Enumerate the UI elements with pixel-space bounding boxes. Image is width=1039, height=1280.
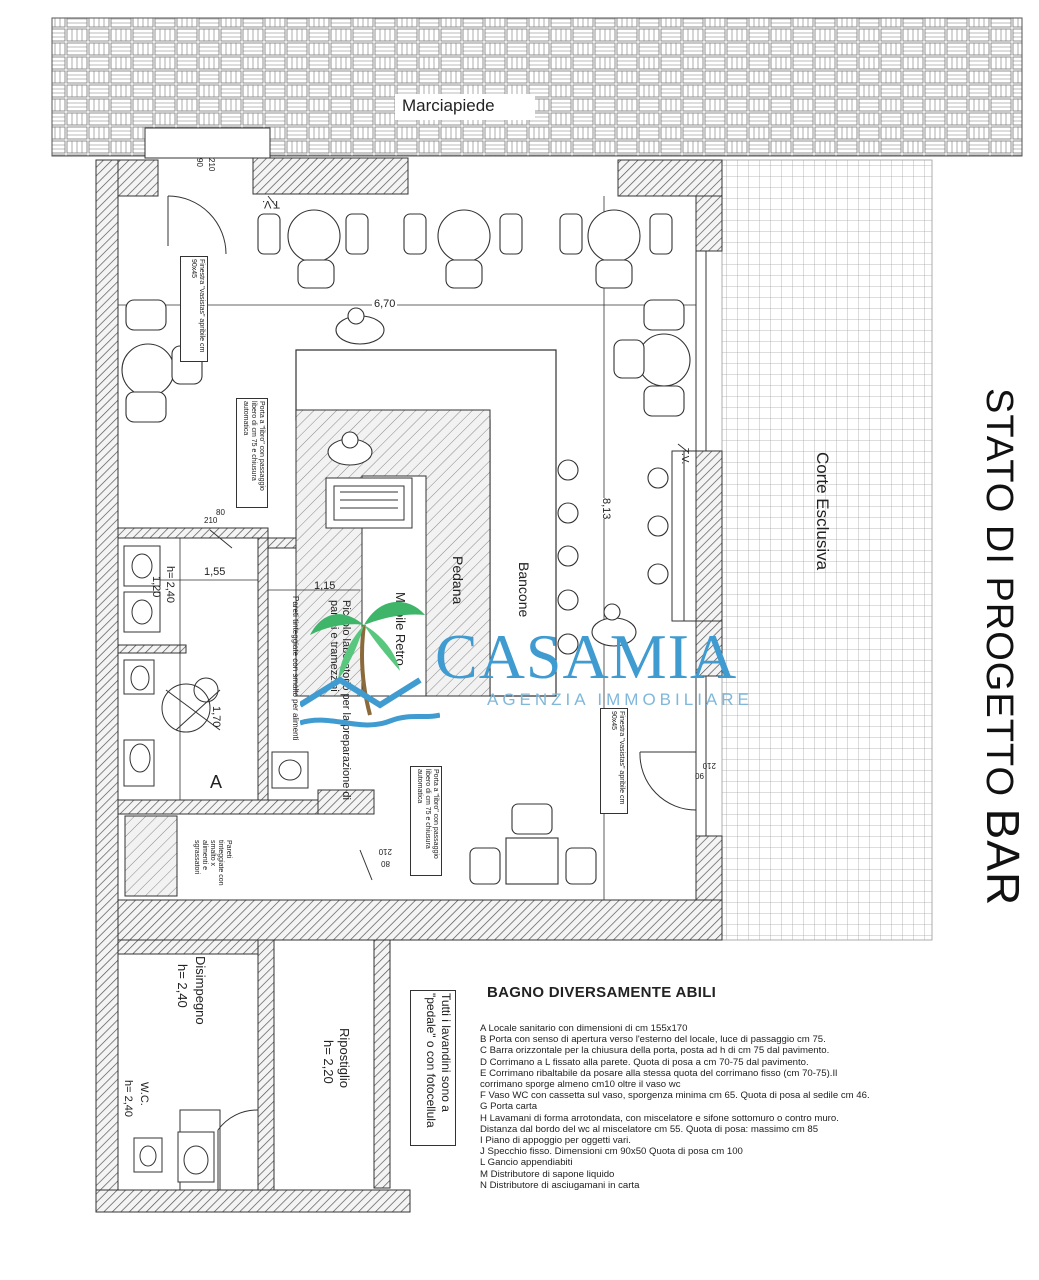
window-note-1: Finestra "vasistas" apribile cm 90x45 xyxy=(180,256,208,362)
hallway-label: Disimpegno xyxy=(193,956,208,1025)
tables-left xyxy=(121,299,203,423)
bar-stools xyxy=(557,459,669,655)
door-note-1: Porta a "libro" con passaggio libero di … xyxy=(236,398,268,508)
platform-label: Pedana xyxy=(450,556,466,605)
storage-label: Ripostiglio xyxy=(337,1028,352,1088)
sinks-note: Tutti i lavandini sono a "pedale" o con … xyxy=(410,990,456,1146)
legend-item: F Vaso WC con cassetta sul vaso, sporgen… xyxy=(480,1090,870,1102)
legend-item: corrimano sporge almeno cm10 oltre il va… xyxy=(480,1079,681,1091)
legend-item: A Locale sanitario con dimensioni di cm … xyxy=(480,1023,688,1034)
project-title-bar: BAR xyxy=(977,808,1029,907)
door-note-2-text: Porta a "libro" con passaggio libero di … xyxy=(416,769,439,859)
dim-lab-w: 1,15 xyxy=(314,580,336,592)
legend-item: C Barra orizzontale per la chiusura dell… xyxy=(480,1045,830,1057)
legend-item: Distanza dal bordo del wc al miscelatore… xyxy=(480,1123,819,1135)
store-walls-text: Pareti tinteggiate con smalto x alimenti… xyxy=(193,840,232,886)
legend-item: J Specchio fisso. Dimensioni cm 90x50 Qu… xyxy=(480,1146,743,1158)
legend-item: G Porta carta xyxy=(480,1101,538,1113)
door-note-2: Porta a "libro" con passaggio libero di … xyxy=(410,766,442,876)
dim-door-top2: 210 xyxy=(207,158,216,172)
doors xyxy=(167,195,697,1190)
legend-item: D Corrimano a L fissato alla parete. Quo… xyxy=(480,1056,809,1068)
wheelchair-symbol xyxy=(161,677,221,733)
legend-title: BAGNO DIVERSAMENTE ABILI xyxy=(487,984,717,1001)
bath-fixtures xyxy=(123,545,309,1183)
legend-item: N Distributore di asciugamani in carta xyxy=(480,1179,640,1191)
sidewalk-label: Marciapiede xyxy=(402,96,495,115)
legend-item: H Lavamani di forma arrotondata, con mis… xyxy=(480,1112,839,1124)
table-bottom xyxy=(469,803,597,885)
project-title-main: STATO DI PROGETTO xyxy=(978,388,1020,798)
tables-top xyxy=(257,209,673,289)
legend-item: I Piano di appoggio per oggetti vari. xyxy=(480,1135,631,1147)
dim-bath-d1: 1,20 xyxy=(150,576,162,598)
dim-depth-main: 8,13 xyxy=(600,498,612,520)
window-note-2: Finestra "vasistas" apribile cm 90x45 xyxy=(600,708,628,814)
tv-label-2: T.V. xyxy=(679,448,690,465)
hallway-height: h= 2,40 xyxy=(175,964,190,1008)
dim-bath-w: 1,55 xyxy=(204,566,226,578)
door-note-1-text: Porta a "libro" con passaggio libero di … xyxy=(242,401,265,491)
dim-door-mid2: 210 xyxy=(204,516,218,525)
store-walls-label: Pareti tinteggiate con smalto x alimenti… xyxy=(192,840,232,886)
legend-item: B Porta con senso di apertura verso l'es… xyxy=(480,1034,826,1046)
dim-door-mid: 80 xyxy=(216,508,225,517)
dim-door-right2: 210 xyxy=(702,761,716,770)
court-label: Corte Esclusiva xyxy=(813,452,832,571)
tables-right xyxy=(613,299,691,417)
project-title: STATO DI PROGETTO BAR xyxy=(976,388,1030,906)
logo-name: CASAMIA xyxy=(435,621,738,692)
dim-door-low2: 210 xyxy=(378,847,392,856)
wc-height: h= 2,40 xyxy=(122,1080,134,1118)
dim-door-low: 80 xyxy=(381,859,390,868)
lab-walls-label: Pareti tinteggiate con smalto per alimen… xyxy=(291,596,300,741)
court-grid xyxy=(721,159,933,941)
logo-sub: AGENZIA IMMOBILIARE xyxy=(487,690,753,709)
window-note-1-text: Finestra "vasistas" apribile cm 90x45 xyxy=(190,259,205,353)
storage-shelf xyxy=(124,815,178,897)
legend-item: E Corrimano ribaltabile da posare alla s… xyxy=(480,1067,838,1079)
legend-item: M Distributore di sapone liquido xyxy=(480,1168,615,1180)
person-symbols xyxy=(327,307,637,647)
bath-height: h= 2,40 xyxy=(164,566,176,604)
tv-label-1: T.V. xyxy=(262,198,280,210)
dim-width-main: 6,70 xyxy=(372,298,398,310)
dimension-lines xyxy=(118,196,696,900)
window-note-2-text: Finestra "vasistas" apribile cm 90x45 xyxy=(610,711,625,805)
dim-door-top: 90 xyxy=(195,158,204,167)
dim-bath-d2: 1,70 xyxy=(210,706,222,728)
storage-height: h= 2,20 xyxy=(321,1040,336,1084)
dim-door-right: 90 xyxy=(695,771,704,780)
legend-item: L Gancio appendiabiti xyxy=(480,1157,573,1169)
legend-list: A Locale sanitario con dimensioni di cm … xyxy=(480,1023,1000,1191)
wc-label: W.C. xyxy=(138,1082,150,1106)
palm-logo-icon xyxy=(300,601,440,728)
sinks-note-text: Tutti i lavandini sono a "pedale" o con … xyxy=(424,993,453,1128)
main-walls xyxy=(95,127,723,1213)
tv-marks xyxy=(267,195,689,453)
counter-label: Bancone xyxy=(516,562,532,618)
bath-mark: A xyxy=(210,772,223,792)
